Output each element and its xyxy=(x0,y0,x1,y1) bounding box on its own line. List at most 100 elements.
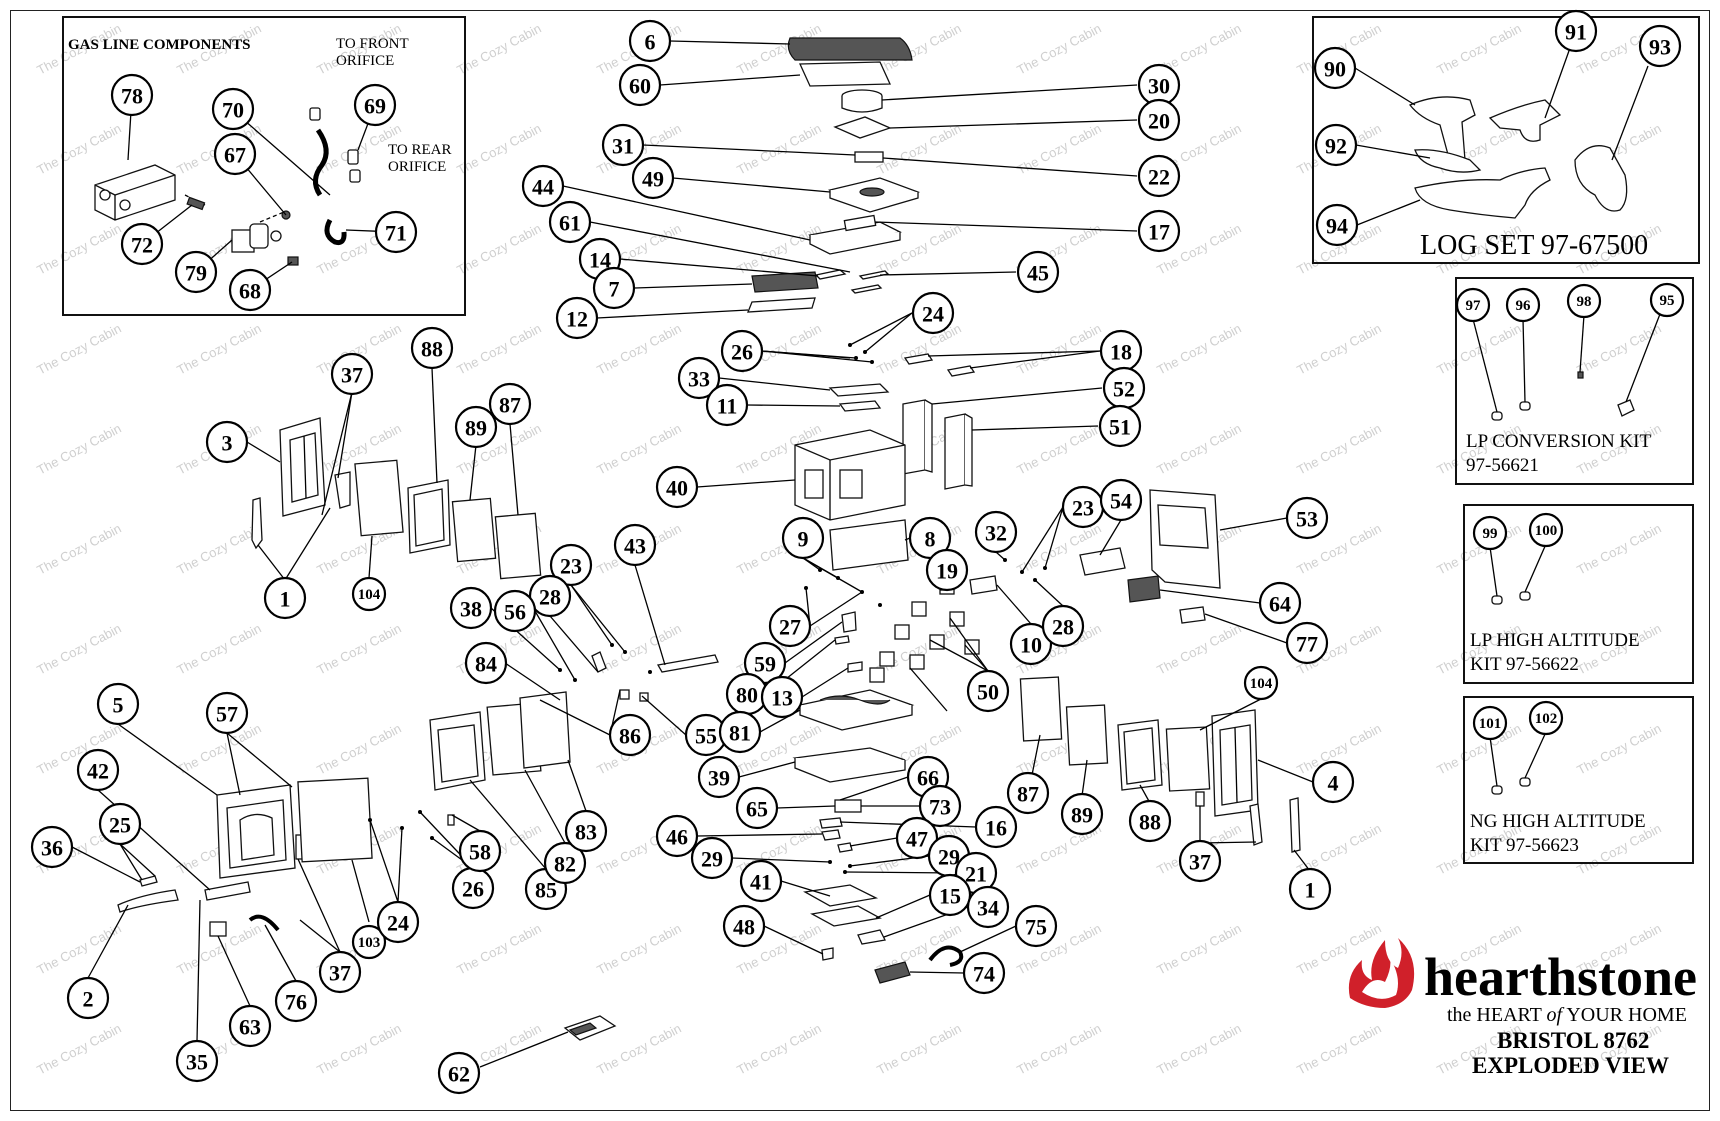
callout-5: 5 xyxy=(96,682,140,726)
leader-line xyxy=(696,479,796,488)
to-front-label-1: TO FRONT xyxy=(336,36,409,52)
flue-hole xyxy=(859,187,885,197)
leader-lines xyxy=(71,40,1661,1068)
callout-29: 29 xyxy=(690,836,734,880)
leader-line xyxy=(368,535,373,579)
tagline-of: of xyxy=(1547,1004,1565,1026)
callout-61: 61 xyxy=(548,200,592,244)
leader-line xyxy=(196,899,201,1042)
svg-text:104: 104 xyxy=(1250,676,1273,692)
leader-line xyxy=(879,271,1017,276)
orifice-98 xyxy=(1577,371,1584,379)
svg-text:2: 2 xyxy=(83,987,94,1012)
gas-fitting-68 xyxy=(287,256,299,266)
callout-24b: 24 xyxy=(376,900,420,944)
svg-text:70: 70 xyxy=(222,98,244,123)
callout-82: 82 xyxy=(543,841,587,885)
leader-line xyxy=(641,695,687,736)
callout-1b: 1 xyxy=(1288,867,1332,911)
callout-62: 62 xyxy=(437,1051,481,1095)
watermark-text: The Cozy Cabin xyxy=(314,721,403,778)
leader-line xyxy=(959,925,1017,953)
leader-line xyxy=(596,309,749,319)
small-screws-center xyxy=(804,568,882,607)
leader-line xyxy=(875,894,931,919)
leader-line xyxy=(1625,313,1661,403)
svg-text:57: 57 xyxy=(216,702,238,727)
glass-104 xyxy=(354,459,404,537)
svg-text:21: 21 xyxy=(965,862,987,887)
leader-line xyxy=(864,312,913,353)
callout-84: 84 xyxy=(464,641,508,685)
gasket-60 xyxy=(799,61,891,87)
svg-text:64: 64 xyxy=(1269,592,1291,617)
callout-92: 92 xyxy=(1314,123,1358,167)
svg-text:11: 11 xyxy=(717,394,738,419)
svg-text:66: 66 xyxy=(917,766,939,791)
watermark-text: The Cozy Cabin xyxy=(1154,621,1243,678)
orifice-96 xyxy=(1519,401,1531,411)
callout-28b: 28 xyxy=(1041,604,1085,648)
to-rear-label-2: ORIFICE xyxy=(388,159,446,175)
frame-83 xyxy=(519,691,571,769)
leader-line xyxy=(570,584,626,653)
callout-58: 58 xyxy=(458,829,502,873)
callout-22: 22 xyxy=(1137,154,1181,198)
leader-line xyxy=(809,591,863,627)
leader-line xyxy=(633,283,753,289)
callout-104: 104 xyxy=(351,576,387,612)
callout-97: 97 xyxy=(1455,287,1491,323)
svg-text:76: 76 xyxy=(285,990,307,1015)
heat-shield-53 xyxy=(1149,489,1221,589)
gas-tube-71 xyxy=(324,218,347,245)
lp-high-label-2: KIT 97-56622 xyxy=(1470,654,1579,675)
callout-51: 51 xyxy=(1098,404,1142,448)
wire-76 xyxy=(248,914,280,932)
svg-text:97: 97 xyxy=(1466,298,1482,314)
part-48 xyxy=(821,947,834,961)
leader-line xyxy=(119,843,143,881)
leader-line xyxy=(696,833,823,837)
watermark-text: The Cozy Cabin xyxy=(1014,121,1103,178)
leader-line xyxy=(761,350,857,359)
ng-high-label-1: NG HIGH ALTITUDE xyxy=(1470,811,1646,832)
svg-text:53: 53 xyxy=(1296,507,1318,532)
part-58 xyxy=(447,814,455,826)
svg-text:26: 26 xyxy=(462,877,484,902)
watermark-text: The Cozy Cabin xyxy=(1154,321,1243,378)
svg-text:80: 80 xyxy=(736,683,758,708)
leader-line xyxy=(1522,318,1526,403)
callout-67: 67 xyxy=(213,132,257,176)
watermark-text: The Cozy Cabin xyxy=(454,921,543,978)
orifice-97 xyxy=(1491,411,1503,421)
svg-text:4: 4 xyxy=(1328,771,1339,796)
glass-frame-88 xyxy=(407,479,451,554)
svg-text:9: 9 xyxy=(798,527,809,552)
watermark-text: The Cozy Cabin xyxy=(734,121,823,178)
hinge-37 xyxy=(334,471,351,509)
callout-10: 10 xyxy=(1009,622,1053,666)
view-name: EXPLODED VIEW xyxy=(1472,1053,1669,1078)
watermark-text: The Cozy Cabin xyxy=(34,921,123,978)
watermark-text: The Cozy Cabin xyxy=(1294,921,1383,978)
callout-34: 34 xyxy=(966,885,1010,929)
svg-text:38: 38 xyxy=(460,597,482,622)
log-set-box xyxy=(1312,16,1700,264)
svg-text:71: 71 xyxy=(385,221,407,246)
leader-line xyxy=(776,805,836,809)
diagram-frame xyxy=(10,10,1710,1111)
callout-23: 23 xyxy=(549,543,593,587)
callout-65: 65 xyxy=(735,786,779,830)
model-name: BRISTOL 8762 xyxy=(1497,1028,1649,1053)
watermark-text: The Cozy Cabin xyxy=(314,1021,403,1078)
leader-line xyxy=(931,387,1103,405)
svg-text:102: 102 xyxy=(1535,711,1558,727)
gas-fitting-72 xyxy=(186,196,206,211)
leader-line xyxy=(881,84,1138,101)
glass-104b xyxy=(1165,726,1211,792)
leader-line xyxy=(1524,731,1547,779)
watermark-text: The Cozy Cabin xyxy=(1154,921,1243,978)
svg-text:22: 22 xyxy=(1148,165,1170,190)
callout-37c: 37 xyxy=(1178,839,1222,883)
svg-text:49: 49 xyxy=(642,167,664,192)
